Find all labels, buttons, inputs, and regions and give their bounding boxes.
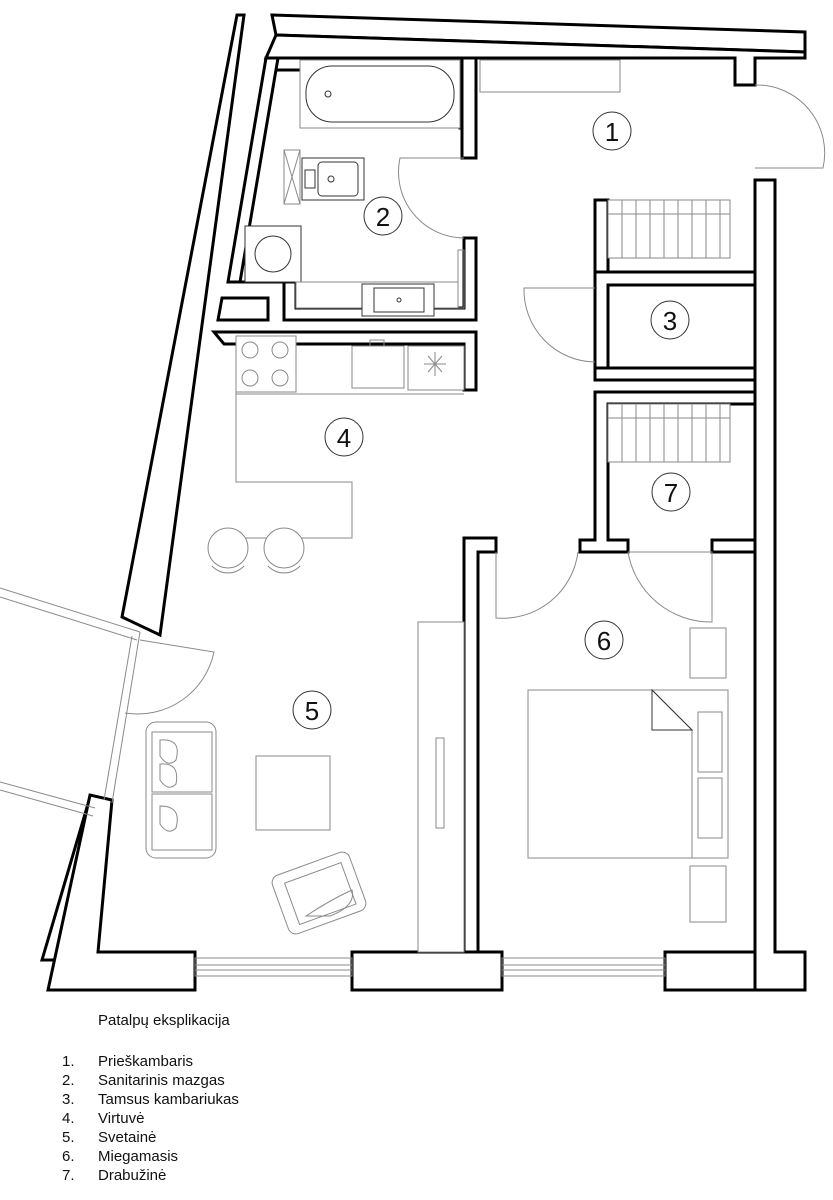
hall-partition-north [263, 33, 807, 87]
bath-east-wall-upper [460, 56, 478, 160]
cooktop [235, 335, 297, 393]
bar-stools [207, 527, 305, 574]
closet-shelves [607, 403, 731, 463]
window-south-living [194, 957, 353, 977]
storage-wall-south [593, 366, 757, 382]
room-label-6: 6 [584, 620, 624, 660]
storage-door [523, 287, 596, 363]
ventilation-shaft [216, 296, 270, 322]
legend-item: 1. Prieškambaris [62, 1052, 239, 1071]
washing-machine [244, 225, 302, 283]
room-label-5: 5 [292, 690, 332, 730]
floor-plan: 1 2 3 4 5 6 7 [0, 13, 826, 992]
legend-item-number: 4. [62, 1110, 75, 1127]
sofa [145, 721, 217, 859]
legend-item-number: 5. [62, 1129, 75, 1146]
room-number-2: 2 [376, 202, 390, 232]
fridge [407, 345, 465, 391]
hall-wardrobe [479, 59, 621, 93]
coffee-table [255, 755, 331, 831]
legend-item-label: Prieškambaris [98, 1053, 194, 1070]
room-number-7: 7 [664, 478, 678, 508]
west-wall-upper [120, 13, 246, 638]
legend-item: 2. Sanitarinis mazgas [62, 1071, 239, 1090]
legend-item-label: Virtuvė [98, 1110, 145, 1127]
legend-item-number: 7. [62, 1167, 75, 1184]
legend-item: 5. Svetainė [62, 1128, 239, 1147]
room-number-1: 1 [605, 117, 619, 147]
room-label-2: 2 [363, 196, 403, 236]
bedroom-furniture [689, 627, 727, 923]
legend-item-label: Drabužinė [98, 1167, 167, 1184]
bathroom-sink [295, 281, 459, 317]
closet-door [627, 551, 713, 623]
south-wall-mid [350, 950, 504, 992]
room-label-3: 3 [650, 300, 690, 340]
legend-item-label: Sanitarinis mazgas [98, 1072, 225, 1089]
room-number-5: 5 [305, 696, 319, 726]
toilet [283, 149, 365, 205]
legend-item-label: Miegamasis [98, 1148, 179, 1165]
room-number-4: 4 [337, 423, 351, 453]
entrance-door [754, 84, 826, 169]
room-number-6: 6 [597, 626, 611, 656]
legend-item-number: 1. [62, 1053, 75, 1070]
armchair [271, 851, 367, 935]
closet-wall-north [578, 390, 757, 554]
closet-wall-east-stub [710, 538, 757, 554]
legend-list: 1. Prieškambaris 2. Sanitarinis mazgas 3. T… [62, 1052, 239, 1185]
storage-shelves [607, 199, 731, 259]
room-number-3: 3 [663, 306, 677, 336]
east-wall [753, 178, 807, 992]
window-south-bedroom [501, 957, 666, 977]
bathtub [299, 59, 461, 129]
bedroom-wall-west [462, 536, 498, 954]
legend-item-number: 2. [62, 1072, 75, 1089]
kitchen-sink [351, 339, 405, 389]
legend-item-number: 6. [62, 1148, 75, 1165]
room-label-1: 1 [592, 111, 632, 151]
room-label-4: 4 [324, 417, 364, 457]
bath-shelf [457, 249, 465, 309]
bedroom-door [495, 551, 579, 619]
legend-item: 3. Tamsus kambariukas [62, 1090, 239, 1109]
tv-cabinet [417, 621, 465, 953]
legend-item: 6. Miegamasis [62, 1147, 239, 1166]
legend-item: 4. Virtuvė [62, 1109, 239, 1128]
legend-title: Patalpų eksplikacija [98, 1012, 230, 1029]
bed [527, 688, 729, 859]
southwest-wall [46, 793, 197, 992]
balcony-glazing [0, 587, 215, 817]
kitchen-counter [218, 344, 464, 539]
legend-item-label: Svetainė [98, 1129, 157, 1146]
south-wall-east [663, 950, 757, 992]
room-label-7: 7 [651, 472, 691, 512]
legend-item-label: Tamsus kambariukas [98, 1091, 239, 1108]
legend-item-number: 3. [62, 1091, 75, 1108]
bathroom-door [398, 157, 465, 239]
legend-item: 7. Drabužinė [62, 1166, 239, 1185]
